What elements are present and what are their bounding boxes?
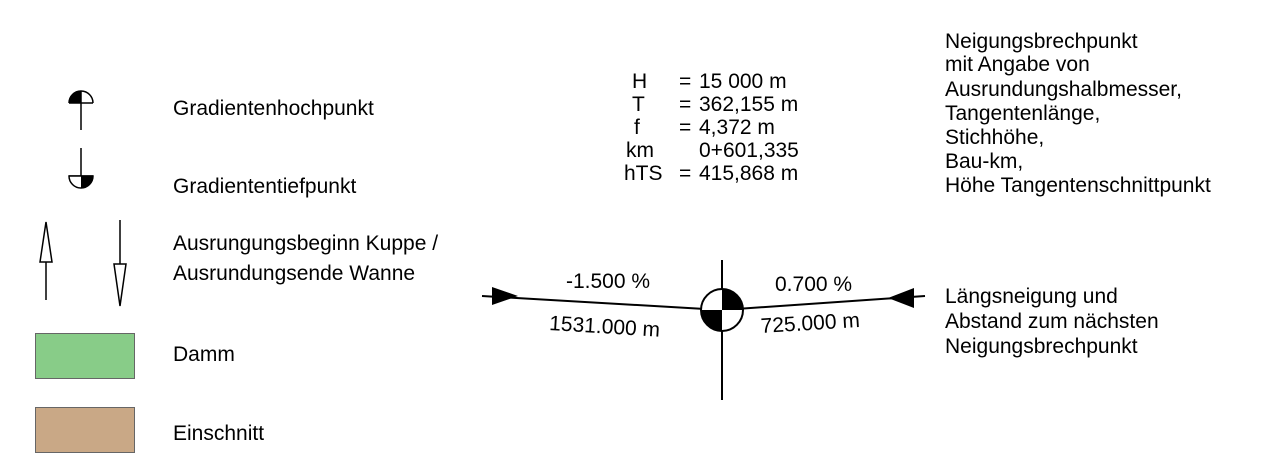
param-key: hTS [624, 162, 663, 185]
high-point-icon [68, 90, 94, 130]
explanation-line: Neigungsbrechpunkt [945, 30, 1138, 53]
right-slope-label: 0.700 % [775, 273, 853, 296]
low-point-icon [68, 148, 94, 189]
left-slope-label: -1.500 % [566, 270, 651, 293]
param-value: 362,155 m [699, 93, 799, 116]
explanation-line: Abstand zum nächsten [945, 310, 1159, 333]
param-eq: = [679, 93, 692, 116]
explanation-line: Ausrundungshalbmesser, [945, 78, 1182, 101]
explanation-line: Höhe Tangentenschnittpunkt [945, 174, 1211, 197]
arrows-label-line2: Ausrundungsende Wanne [173, 262, 416, 285]
param-key: km [626, 139, 654, 162]
explanation-line: mit Angabe von [945, 53, 1090, 76]
param-value: 415,868 m [699, 162, 799, 185]
damm-swatch [35, 333, 135, 379]
arrow-up-icon [39, 221, 53, 300]
explanation-line: Neigungsbrechpunkt [945, 335, 1138, 358]
explanation-line: Stichhöhe, [945, 126, 1045, 149]
right-slope-arrow-icon [888, 288, 914, 308]
param-key: T [632, 93, 645, 116]
arrows-label-line1: Ausrungungsbeginn Kuppe / [173, 232, 439, 255]
low-point-label: Gradiententiefpunkt [173, 175, 357, 198]
explanation-line: Längsneigung und [945, 285, 1118, 308]
param-key: H [632, 70, 648, 93]
param-value: 15 000 m [699, 70, 787, 93]
break-point-icon [700, 288, 744, 332]
explanation-line: Tangentenlänge, [945, 102, 1101, 125]
param-value: 4,372 m [699, 116, 775, 139]
damm-label: Damm [173, 343, 235, 366]
arrow-down-icon [113, 220, 127, 307]
einschnitt-swatch [35, 407, 135, 453]
param-eq: = [679, 116, 692, 139]
param-eq: = [679, 70, 692, 93]
param-eq: = [679, 162, 692, 185]
explanation-line: Bau-km, [945, 150, 1024, 173]
param-key: f [634, 116, 640, 139]
einschnitt-label: Einschnitt [173, 422, 265, 445]
high-point-label: Gradientenhochpunkt [173, 97, 374, 120]
left-slope-arrow-icon [492, 287, 518, 305]
param-value: 0+601,335 [699, 139, 799, 162]
gradient-profile [481, 260, 926, 400]
